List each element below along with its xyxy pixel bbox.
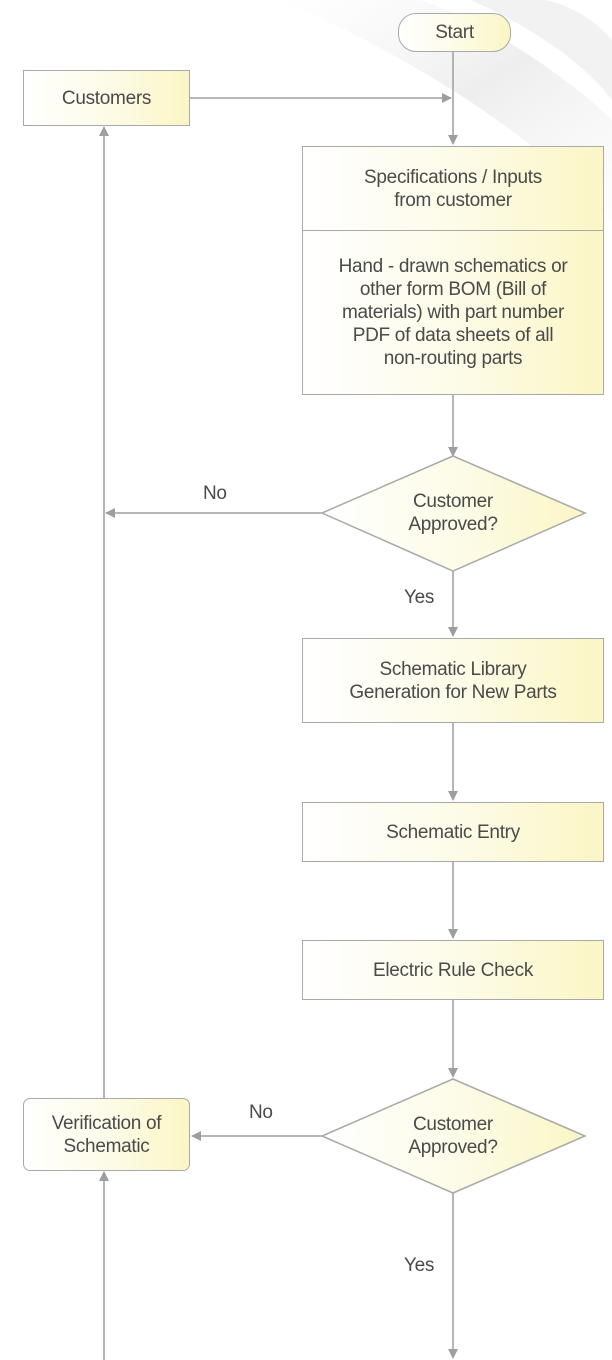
specifications-header: Specifications / Inputs from customer bbox=[303, 147, 603, 231]
decision-1-no-label: No bbox=[203, 483, 227, 504]
specifications-title: Specifications / Inputs from customer bbox=[364, 166, 542, 211]
decision-1-label: Customer Approved? bbox=[408, 491, 498, 535]
customers-label: Customers bbox=[61, 87, 152, 109]
electric-rule-check-label: Electric Rule Check bbox=[372, 959, 534, 981]
specifications-details: Hand - drawn schematics or other form BO… bbox=[303, 231, 603, 394]
start-label: Start bbox=[435, 22, 474, 43]
verification-box: Verification of Schematic bbox=[23, 1098, 190, 1171]
decision-1-yes-label: Yes bbox=[404, 587, 435, 608]
schematic-entry-label: Schematic Entry bbox=[386, 821, 520, 843]
decision-1-shape bbox=[320, 455, 587, 572]
customers-box: Customers bbox=[23, 70, 190, 126]
schematic-entry-box: Schematic Entry bbox=[302, 802, 604, 862]
decision-2-no-label: No bbox=[249, 1102, 273, 1123]
specifications-details-text: Hand - drawn schematics or other form BO… bbox=[338, 256, 568, 369]
library-generation-label: Schematic Library Generation for New Par… bbox=[349, 658, 557, 703]
decision-2-yes-label: Yes bbox=[404, 1255, 435, 1276]
specifications-box: Specifications / Inputs from customer Ha… bbox=[302, 146, 604, 395]
electric-rule-check-box: Electric Rule Check bbox=[302, 940, 604, 1000]
start-terminal: Start bbox=[398, 13, 511, 52]
library-generation-box: Schematic Library Generation for New Par… bbox=[302, 638, 604, 723]
decision-2-shape bbox=[320, 1078, 587, 1194]
decision-2-label: Customer Approved? bbox=[408, 1114, 498, 1158]
verification-label: Verification of Schematic bbox=[51, 1112, 162, 1157]
